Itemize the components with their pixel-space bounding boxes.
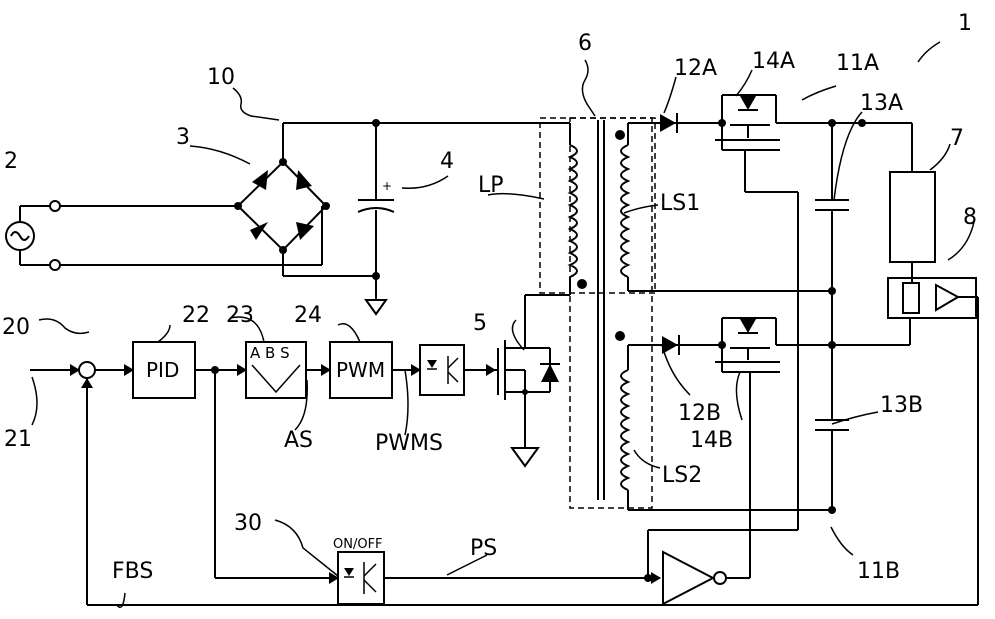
abs-block-label: A B S [250, 344, 290, 362]
label-AS: AS [284, 428, 313, 453]
pwm-block-label: PWM [336, 358, 385, 382]
load-7 [889, 123, 936, 282]
onoff-block-label: ON/OFF [333, 537, 383, 552]
pid-block-label: PID [146, 358, 179, 382]
label-LS2: LS2 [662, 463, 702, 488]
label-ref-5: 5 [473, 311, 487, 336]
label-ref-22: 22 [182, 303, 210, 328]
ground-symbol [364, 299, 388, 316]
label-PWMS: PWMS [375, 431, 443, 456]
label-ref-23: 23 [226, 303, 254, 328]
ground-symbol-switch [510, 432, 540, 468]
label-ref-20: 20 [2, 315, 30, 340]
sensor-8 [887, 277, 979, 605]
label-ref-13B: 13B [880, 393, 923, 418]
ac-source [5, 200, 61, 271]
label-ref-24: 24 [294, 303, 322, 328]
switch-14B [715, 317, 780, 578]
label-PS: PS [470, 536, 497, 561]
label-ref-11B: 11B [857, 559, 900, 584]
label-ref-7: 7 [950, 126, 964, 151]
capacitor-4: + [357, 123, 395, 300]
mosfet-switch-5 [497, 295, 560, 432]
secondary-coil-LS1 [615, 123, 631, 291]
label-ref-12A: 12A [674, 56, 717, 81]
label-ref-10: 10 [207, 65, 235, 90]
label-ref-13A: 13A [860, 91, 903, 116]
primary-coil-LP [525, 123, 587, 296]
label-ref-1: 1 [958, 11, 972, 36]
label-LP: LP [478, 173, 504, 198]
label-ref-12B: 12B [678, 401, 721, 426]
label-ref-3: 3 [176, 125, 190, 150]
capacitor-13A [815, 123, 849, 345]
label-ref-21: 21 [4, 427, 32, 452]
label-LS1: LS1 [660, 191, 700, 216]
bridge-rectifier [234, 158, 330, 254]
label-ref-30: 30 [234, 511, 262, 536]
diode-12B [655, 335, 722, 355]
switch-14A [715, 94, 799, 530]
label-ref-11A: 11A [836, 51, 879, 76]
label-FBS: FBS [112, 559, 153, 584]
label-ref-6: 6 [578, 31, 592, 56]
label-ref-8: 8 [963, 205, 977, 230]
inverter [662, 550, 750, 606]
svg-text:+: + [382, 179, 392, 193]
label-ref-4: 4 [440, 149, 454, 174]
label-ref-14A: 14A [752, 49, 795, 74]
label-ref-14B: 14B [690, 428, 733, 453]
diode-12A [655, 113, 722, 133]
transformer-dashed-box [569, 117, 653, 509]
label-ref-2: 2 [4, 149, 18, 174]
secondary-coil-LS2 [615, 331, 631, 510]
